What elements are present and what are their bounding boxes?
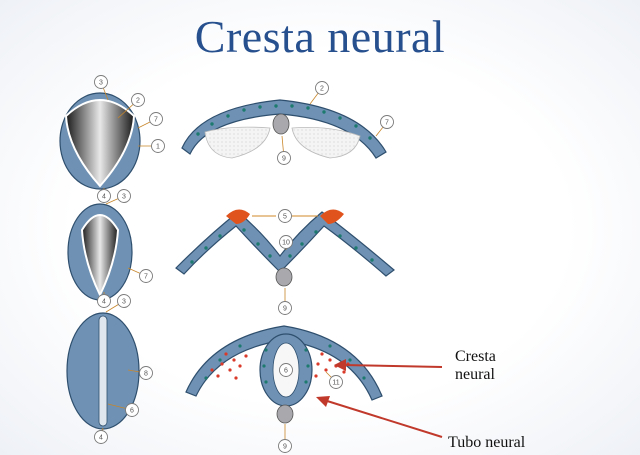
embryo-bottom [66,312,140,430]
slide-title: Cresta neural [194,11,446,62]
marker-number: 3 [122,193,126,200]
pointer-arrows [316,359,443,438]
marker-number: 4 [102,298,106,305]
marker-circle [94,75,108,89]
marker-number: 2 [136,97,140,104]
label-cresta-line2: neural [455,366,495,383]
marker-circle [278,301,292,315]
label-cresta-line1: Cresta [455,348,496,365]
label-cresta-neural: Cresta neural [455,348,496,384]
section-neural-folds [175,209,395,287]
section-neural-plate [181,99,387,159]
marker-circle [117,189,131,203]
marker-circles: 3 2 7 1 4 3 7 4 3 8 6 4 2 7 9 5 10 9 6 11 9 [94,75,394,453]
marker-number: 7 [154,116,158,123]
marker-number: 7 [144,273,148,280]
marker-number: 9 [282,155,286,162]
marker-number: 10 [282,239,290,246]
marker-number: 6 [284,367,288,374]
marker-circle [329,375,343,389]
marker-circle [117,294,131,308]
marker-number: 6 [130,407,134,414]
marker-number: 9 [283,305,287,312]
marker-number: 4 [99,434,103,441]
marker-circle [380,115,394,129]
marker-circle [315,81,329,95]
marker-circle [279,235,293,249]
marker-circle [139,366,153,380]
marker-number: 1 [156,143,160,150]
marker-number: 9 [283,443,287,450]
marker-circle [151,139,165,153]
marker-number: 3 [122,298,126,305]
marker-number: 2 [320,85,324,92]
marker-number: 5 [283,213,287,220]
marker-circle [131,93,145,107]
marker-number: 11 [332,379,339,386]
marker-number: 7 [385,119,389,126]
marker-number: 4 [102,193,106,200]
marker-circle [278,209,292,223]
marker-circle [279,363,293,377]
embryo-middle [67,203,133,301]
marker-circle [94,430,108,444]
marker-number: 8 [144,370,148,377]
marker-circle [97,294,111,308]
marker-circle [125,403,139,417]
marker-circle [97,189,111,203]
label-tubo-neural: Tubo neural [448,434,526,451]
marker-circle [277,151,291,165]
marker-circle [278,439,292,453]
embryo-top [59,92,141,190]
marker-circle [149,112,163,126]
marker-circle [139,269,153,283]
marker-number: 3 [99,79,103,86]
